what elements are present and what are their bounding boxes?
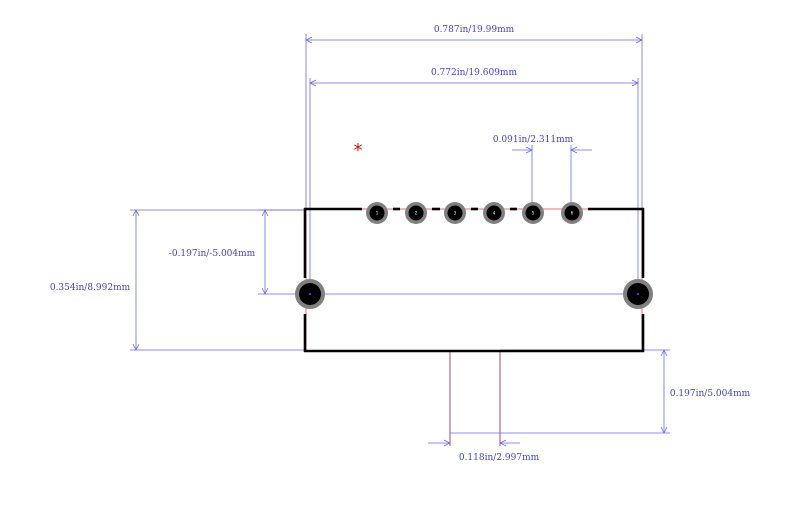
- pad: 4: [483, 202, 505, 224]
- pad: 1: [366, 202, 388, 224]
- courtyard-outline: [305, 208, 643, 352]
- dim-edge-offset: [428, 439, 520, 447]
- dim-mount-offset: [450, 349, 670, 434]
- dim-pin-pitch: [512, 145, 592, 212]
- pad: 2: [405, 202, 427, 224]
- edge-leaders: [449, 351, 501, 446]
- pad: 5: [522, 202, 544, 224]
- pad-label: 4: [493, 211, 496, 216]
- dim-edge-offset-label: 0.118in/2.997mm: [459, 453, 540, 463]
- pad-label: 1: [376, 211, 379, 216]
- mounting-hole-right: [623, 279, 653, 309]
- pad: 6: [561, 202, 583, 224]
- dim-body-depth-label: 0.354in/8.992mm: [50, 283, 131, 293]
- pad-label: 6: [571, 211, 574, 216]
- dim-body-depth: [130, 209, 306, 351]
- dim-overall-width: [305, 34, 643, 209]
- dim-pin-row-offset-label: -0.197in/-5.004mm: [169, 249, 256, 259]
- pin1-marker: *: [354, 140, 363, 161]
- dim-mount-spacing: [309, 78, 639, 294]
- dim-mount-offset-label: 0.197in/5.004mm: [670, 389, 751, 399]
- pad: 3: [444, 202, 466, 224]
- dim-overall-width-label: 0.787in/19.99mm: [434, 25, 515, 35]
- dim-pin-pitch-label: 0.091in/2.311mm: [493, 135, 574, 145]
- mounting-holes: [295, 279, 653, 309]
- dim-mount-spacing-label: 0.772in/19.609mm: [431, 68, 517, 78]
- mounting-hole-left: [295, 279, 325, 309]
- pad-label: 3: [454, 211, 457, 216]
- signal-pins: 1 2 3 4 5 6: [366, 202, 583, 224]
- pad-label: 2: [415, 211, 418, 216]
- pad-label: 5: [532, 211, 535, 216]
- body-outline: [303, 207, 645, 353]
